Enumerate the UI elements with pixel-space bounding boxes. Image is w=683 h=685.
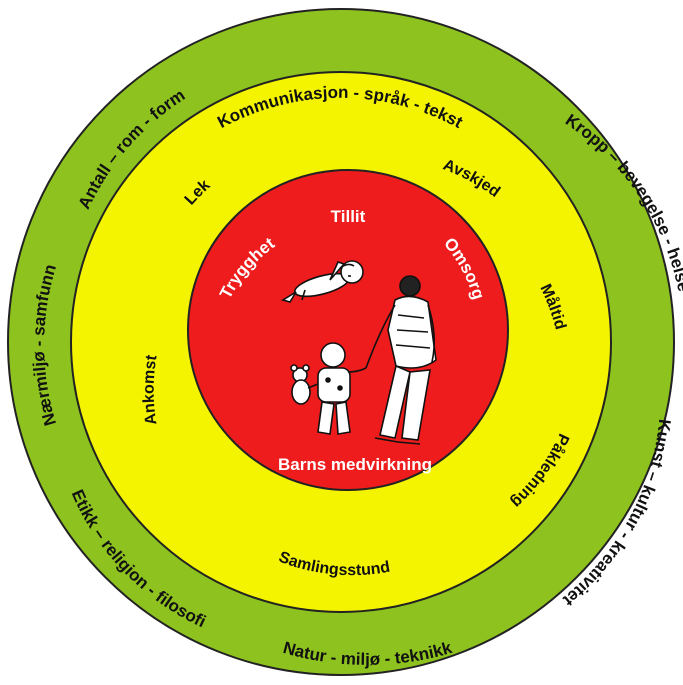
inner-label-trust: Tillit <box>331 207 366 226</box>
child-with-teddy-icon <box>290 342 367 435</box>
inner-label-participation: Barns medvirkning <box>278 455 432 474</box>
inner-circle <box>187 169 509 491</box>
crawling-baby-icon <box>281 260 364 303</box>
middle-label-arrival: Ankomst <box>141 353 161 426</box>
adult-figure-icon <box>365 275 437 445</box>
